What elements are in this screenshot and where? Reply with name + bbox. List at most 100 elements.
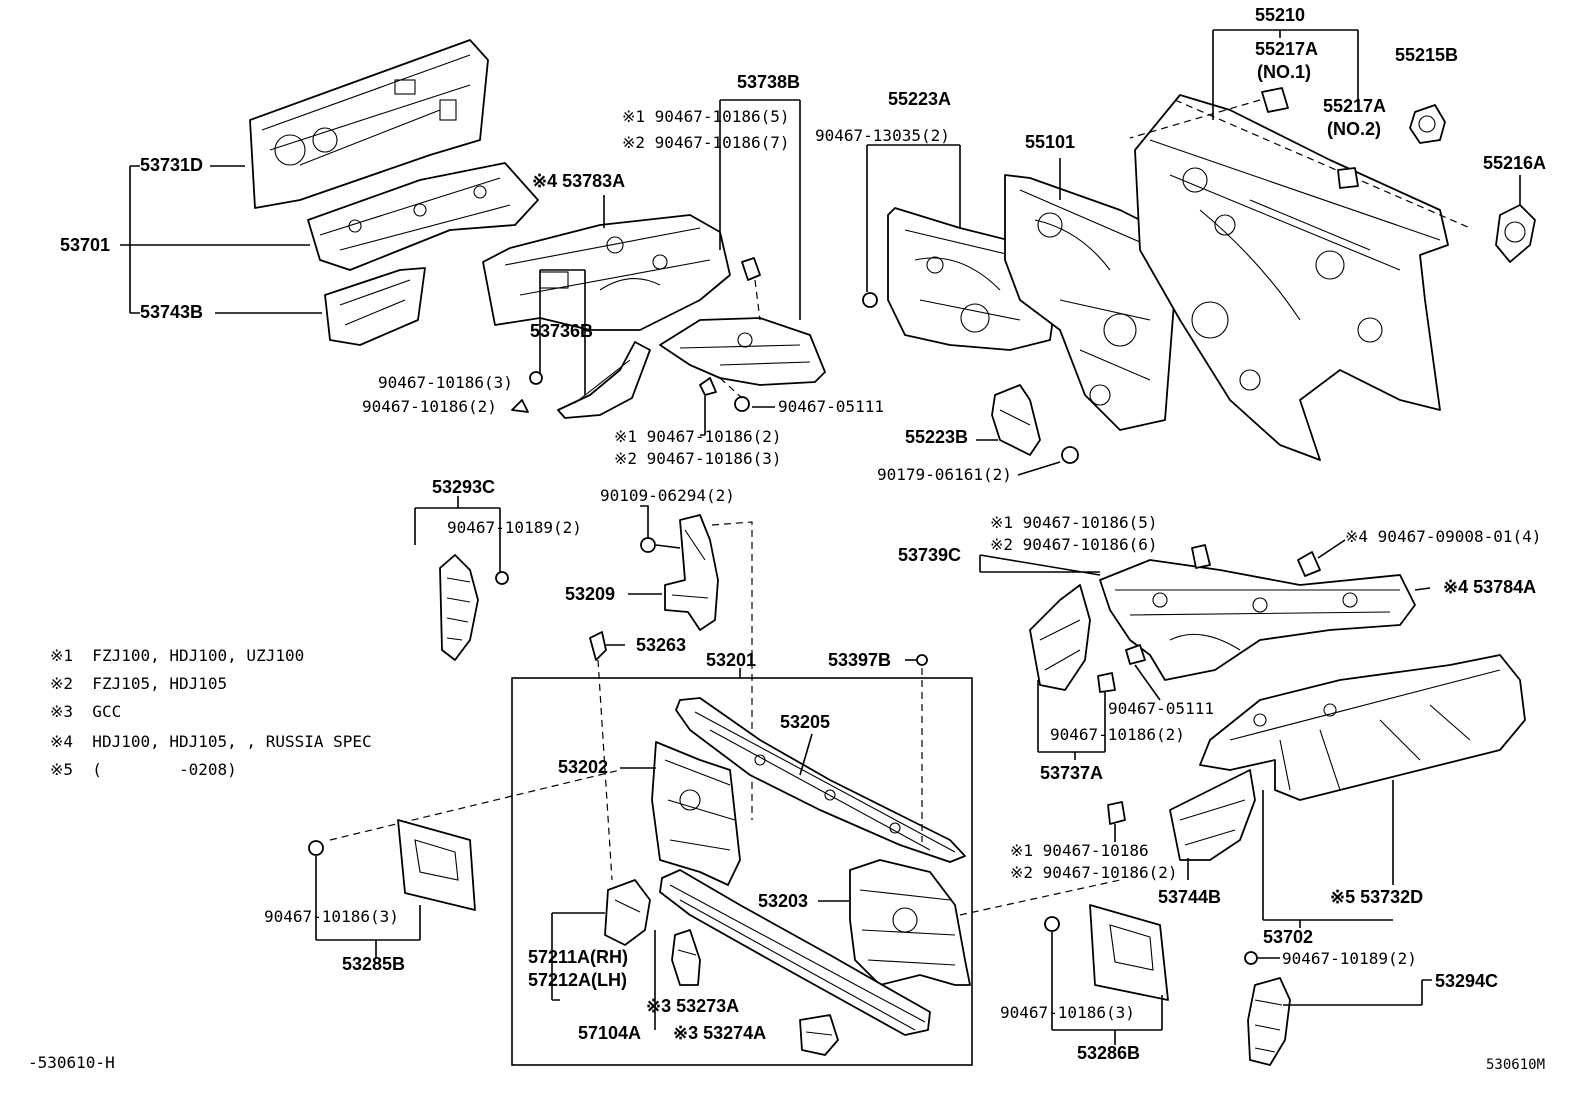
apron-extension-53738b bbox=[659, 317, 826, 386]
label-53702: 53702 bbox=[1263, 927, 1314, 947]
label-53739c-clip-1: ※1 90467-10186(5) bbox=[990, 513, 1158, 532]
bracket-55223b bbox=[991, 384, 1041, 456]
label-90467-10189-a: 90467-10189(2) bbox=[447, 518, 582, 537]
cowl-top-panel-53731d bbox=[249, 39, 489, 209]
clip-90467-10189-b bbox=[1244, 951, 1258, 965]
label-53293c: 53293C bbox=[432, 477, 496, 497]
label-90467-10186-c1: ※1 90467-10186 bbox=[1010, 841, 1149, 860]
splash-shield-53286b bbox=[1089, 904, 1169, 1001]
label-55223b: 55223B bbox=[905, 427, 969, 447]
label-53738b-bottom-clip-1: ※1 90467-10186(2) bbox=[614, 427, 782, 446]
label-55223a: 55223A bbox=[888, 89, 952, 109]
clip-90467-10186-b bbox=[699, 377, 717, 396]
lower-crossmember-57104a bbox=[659, 869, 931, 1036]
label-53286b: 53286B bbox=[1077, 1043, 1141, 1063]
label-53784a: ※4 53784A bbox=[1443, 577, 1537, 597]
label-90467-10186-3-left: 90467-10186(3) bbox=[264, 907, 399, 926]
label-90179-06161: 90179-06161(2) bbox=[877, 465, 1012, 484]
label-55210: 55210 bbox=[1255, 5, 1306, 25]
label-53294c: 53294C bbox=[1435, 971, 1499, 991]
legend-note-5: ※5 ( -0208) bbox=[50, 760, 237, 779]
footer-right-code: 530610M bbox=[1486, 1057, 1546, 1073]
clip-90467-10189-a bbox=[495, 571, 509, 585]
label-90467-09008: ※4 90467-09008-01(4) bbox=[1345, 527, 1542, 546]
clip-53397b bbox=[916, 654, 928, 666]
clip-90467-10186-3-right bbox=[1044, 916, 1060, 932]
label-53739c-clip-2: ※2 90467-10186(6) bbox=[990, 535, 1158, 554]
clip-90467-10186-d bbox=[1107, 801, 1126, 825]
label-55217a-no1: 55217A bbox=[1255, 39, 1319, 59]
label-55101: 55101 bbox=[1025, 132, 1076, 152]
apron-panel-53784a bbox=[1099, 559, 1416, 681]
bolt-90179-06161 bbox=[1061, 446, 1079, 464]
label-53202: 53202 bbox=[558, 757, 609, 777]
label-90467-10186-c2: ※2 90467-10186(2) bbox=[1010, 863, 1178, 882]
label-53731d: 53731D bbox=[140, 155, 204, 175]
grommet-55215b bbox=[1409, 104, 1446, 144]
radiator-support-upper-53205 bbox=[675, 697, 966, 863]
label-55216a: 55216A bbox=[1483, 153, 1547, 173]
label-53738b-clip-2: ※2 90467-10186(7) bbox=[622, 133, 790, 152]
apron-panel-53737a bbox=[1029, 584, 1091, 691]
bracket-53294c bbox=[1247, 977, 1291, 1066]
label-90467-10186-3-right: 90467-10186(3) bbox=[1000, 1003, 1135, 1022]
grommet-55216a bbox=[1495, 204, 1536, 263]
label-53736b-clip-1: 90467-10186(3) bbox=[378, 373, 513, 392]
bracket-53736b bbox=[557, 341, 651, 419]
label-55217a-no1-note: (NO.1) bbox=[1257, 62, 1311, 82]
bracket-53274a bbox=[799, 1014, 839, 1056]
clip-90467-09008 bbox=[1297, 551, 1321, 577]
label-53739c: 53739C bbox=[898, 545, 962, 565]
label-53397b: 53397B bbox=[828, 650, 892, 670]
clip-55217a-no2 bbox=[1337, 167, 1359, 189]
clip-90467-05111-a bbox=[734, 396, 750, 412]
bracket-57211a-57212a bbox=[604, 879, 651, 946]
clip-90467-10186-2 bbox=[511, 399, 529, 413]
label-90467-13035: 90467-13035(2) bbox=[815, 126, 950, 145]
legend-note-1: ※1 FZJ100, HDJ100, UZJ100 bbox=[50, 646, 305, 665]
label-53263: 53263 bbox=[636, 635, 687, 655]
label-57104a: 57104A bbox=[578, 1023, 642, 1043]
bolt-90109-06294 bbox=[640, 537, 656, 553]
label-90467-10189-b: 90467-10189(2) bbox=[1282, 949, 1417, 968]
label-53273a: ※3 53273A bbox=[646, 996, 740, 1016]
label-57211a: 57211A(RH) bbox=[528, 947, 629, 967]
cowl-inner-panel bbox=[307, 162, 539, 271]
cowl-lower-bracket-53743b bbox=[324, 267, 426, 346]
legend-note-2: ※2 FZJ105, HDJ105 bbox=[50, 674, 228, 693]
label-53736b: 53736B bbox=[530, 321, 594, 341]
label-53201: 53201 bbox=[706, 650, 757, 670]
label-90467-10186-2-b: 90467-10186(2) bbox=[1050, 725, 1185, 744]
radiator-support-box bbox=[511, 677, 973, 1066]
apron-lower-53744b bbox=[1169, 769, 1256, 861]
clip-90467-10186-c bbox=[1191, 544, 1211, 569]
label-55217a-no2-note: (NO.2) bbox=[1327, 119, 1381, 139]
label-53701: 53701 bbox=[60, 235, 111, 255]
clip-90467-13035 bbox=[862, 292, 878, 308]
label-53285b: 53285B bbox=[342, 954, 406, 974]
label-90467-05111-a: 90467-05111 bbox=[778, 397, 884, 416]
label-90109-06294: 90109-06294(2) bbox=[600, 486, 735, 505]
label-53783a: ※4 53783A bbox=[532, 171, 626, 191]
clip-90467-10186-3-left bbox=[308, 840, 324, 856]
label-53737a: 53737A bbox=[1040, 763, 1104, 783]
apron-upper-53732d bbox=[1199, 654, 1526, 801]
clip-90467-05111-b bbox=[1125, 644, 1146, 665]
label-55217a-no2: 55217A bbox=[1323, 96, 1387, 116]
label-53732d: ※5 53732D bbox=[1330, 887, 1424, 907]
radiator-side-lh-53202 bbox=[651, 741, 741, 886]
clip-90467-10186-3 bbox=[529, 371, 543, 385]
radiator-side-rh-53203 bbox=[849, 859, 971, 986]
clip-55217a-no1 bbox=[1261, 87, 1289, 113]
label-53209: 53209 bbox=[565, 584, 616, 604]
legend-note-4: ※4 HDJ100, HDJ105, , RUSSIA SPEC bbox=[50, 732, 372, 751]
bracket-53273a bbox=[671, 929, 701, 986]
dash-panel-55210 bbox=[1134, 94, 1449, 461]
footer-left-code: -530610-H bbox=[28, 1053, 115, 1072]
label-53203: 53203 bbox=[758, 891, 809, 911]
clip-90467-10186-2-b bbox=[1097, 672, 1116, 693]
clip-90467-10186-a bbox=[741, 257, 761, 281]
apron-panel-53783a bbox=[482, 214, 731, 331]
